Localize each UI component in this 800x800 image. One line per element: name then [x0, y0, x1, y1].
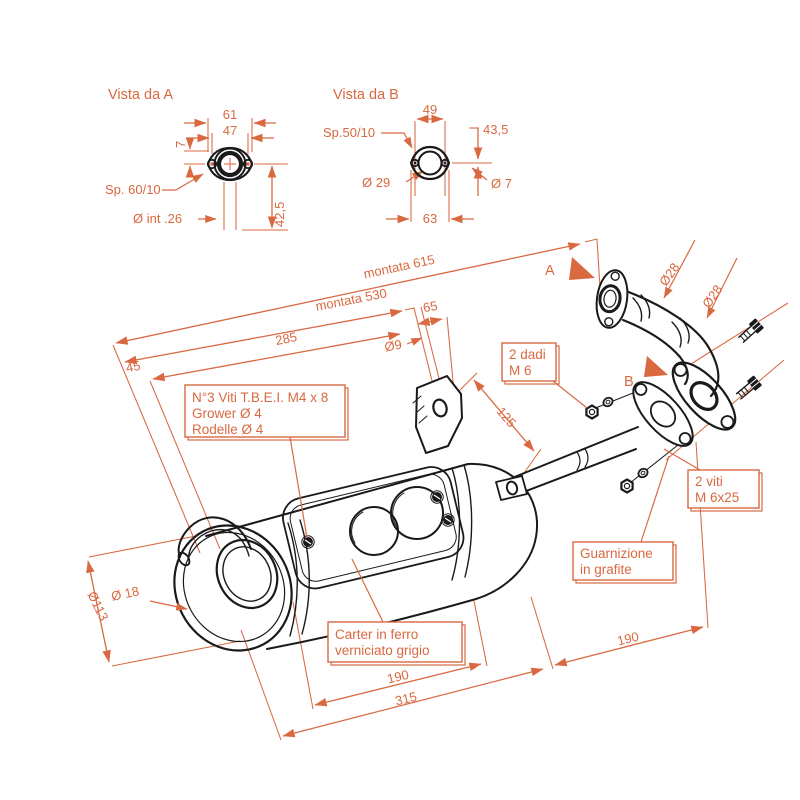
lower-bracket-tab	[495, 475, 528, 501]
dim-o113: Ø113	[85, 589, 112, 623]
dim-o7: Ø 7	[491, 176, 512, 191]
end-cap-outer	[173, 524, 293, 652]
callout-shield-screws-line2: Grower Ø 4	[192, 406, 262, 421]
callout-bolts: 2 viti M 6x25	[687, 469, 763, 512]
callout-shield-screws: N°3 Viti T.B.E.I. M4 x 8 Grower Ø 4 Rode…	[184, 384, 349, 441]
label-sp-60-10: Sp. 60/10	[105, 182, 161, 197]
outlet-opening-inner	[222, 546, 272, 602]
dim-o28-1: Ø28	[656, 260, 682, 289]
shield-screw-2	[430, 490, 444, 504]
muffler-body-top-edge	[205, 463, 469, 537]
label-sp-50-10: Sp.50/10	[323, 125, 375, 140]
vista-b-view: Vista da B 49 Sp.50/10 43,5 Ø 7 Ø 29	[323, 87, 512, 226]
shield-screw-3	[441, 513, 455, 527]
callout-gasket: Guarnizione in grafite	[572, 541, 677, 584]
shield-hole-right	[390, 486, 444, 540]
muffler-body-right-dome	[467, 462, 539, 600]
dim-o18: Ø 18	[110, 583, 141, 604]
vista-a-title: Vista da A	[108, 87, 173, 103]
callout-casing-line2: verniciato grigio	[335, 643, 430, 658]
header-pipe	[621, 289, 720, 398]
dim-montata-530: montata 530	[314, 285, 388, 314]
callout-gasket-line1: Guarnizione	[580, 546, 653, 561]
vista-a-flange	[206, 146, 254, 182]
hex-screw-2	[735, 375, 762, 400]
hex-screw-1	[738, 318, 764, 343]
marker-b-arrow	[644, 356, 668, 377]
callouts: N°3 Viti T.B.E.I. M4 x 8 Grower Ø 4 Rode…	[184, 342, 763, 666]
dim-45: 45	[125, 358, 142, 375]
marker-b: B	[624, 374, 634, 390]
marker-a: A	[545, 263, 555, 279]
dim-190-shield: 190	[386, 667, 411, 686]
inlet-pipe	[507, 426, 639, 499]
dim-7: 7	[173, 141, 188, 148]
lower-bracket-hole	[505, 480, 519, 496]
callout-shield-screws-line1: N°3 Viti T.B.E.I. M4 x 8	[192, 390, 328, 405]
vista-a-dimensions: 61 47 7 42,5 Sp. 60/10 Ø int .	[105, 107, 288, 231]
dim-63: 63	[423, 211, 437, 226]
vista-b-bolt-hole-left	[410, 158, 420, 168]
tailpipe-outer	[177, 516, 252, 558]
outlet-opening-outer	[215, 538, 279, 610]
nut-1	[585, 404, 599, 420]
dim-315: 315	[394, 689, 419, 708]
marker-a-arrow	[569, 257, 595, 280]
callout-shield-screws-line3: Rodelle Ø 4	[192, 422, 264, 437]
dim-47: 47	[223, 123, 237, 138]
callout-gasket-line2: in grafite	[580, 562, 632, 577]
vista-b-bolt-hole-right	[440, 158, 450, 168]
dim-49: 49	[423, 102, 437, 117]
dim-o9: Ø9	[383, 337, 403, 355]
callout-nuts-line2: M 6	[509, 363, 532, 378]
vista-b-flange	[409, 145, 451, 181]
dim-o28-2: Ø28	[699, 282, 725, 311]
dim-65: 65	[422, 298, 439, 315]
vista-a-bolt-hole-left	[206, 158, 218, 170]
header-flange-a	[595, 269, 629, 329]
dim-43-5: 43,5	[483, 122, 508, 137]
muffler-assembly-art	[173, 269, 764, 652]
callout-casing-line1: Carter in ferro	[335, 627, 418, 642]
screw1-axis-line	[682, 302, 789, 370]
callout-nuts: 2 dadi M 6	[501, 342, 560, 385]
vista-b-dimensions: 49 Sp.50/10 43,5 Ø 7 Ø 29 63	[323, 102, 512, 226]
end-cap-rim	[182, 531, 286, 643]
gasket-plate	[632, 381, 694, 447]
dim-42-5: 42,5	[272, 202, 287, 227]
callout-casing: Carter in ferro verniciato grigio	[327, 621, 466, 666]
exhaust-flange	[671, 361, 737, 431]
callout-bolts-line2: M 6x25	[695, 490, 739, 505]
mounting-bracket	[412, 375, 463, 454]
washer-1	[602, 396, 614, 408]
muffler-body	[173, 462, 539, 652]
washer-2	[637, 467, 649, 479]
callout-nuts-line1: 2 dadi	[509, 347, 546, 362]
dim-61: 61	[223, 107, 237, 122]
dim-o29: Ø 29	[362, 175, 390, 190]
dim-190-flange: 190	[616, 629, 641, 648]
shield-screw-1	[301, 535, 315, 549]
vista-b-title: Vista da B	[333, 87, 399, 103]
vista-a-view: Vista da A 61 47 7 42,5	[105, 87, 288, 231]
label-int-26: Ø int .26	[133, 211, 182, 226]
vista-a-bolt-hole-right	[242, 158, 254, 170]
callout-bolts-line1: 2 viti	[695, 474, 723, 489]
dim-285: 285	[274, 329, 298, 348]
nut-2	[620, 478, 634, 494]
tailpipe-end	[177, 551, 191, 567]
heat-shield	[282, 466, 465, 590]
tailpipe-inner	[188, 529, 250, 562]
bracket-hole	[432, 398, 448, 418]
